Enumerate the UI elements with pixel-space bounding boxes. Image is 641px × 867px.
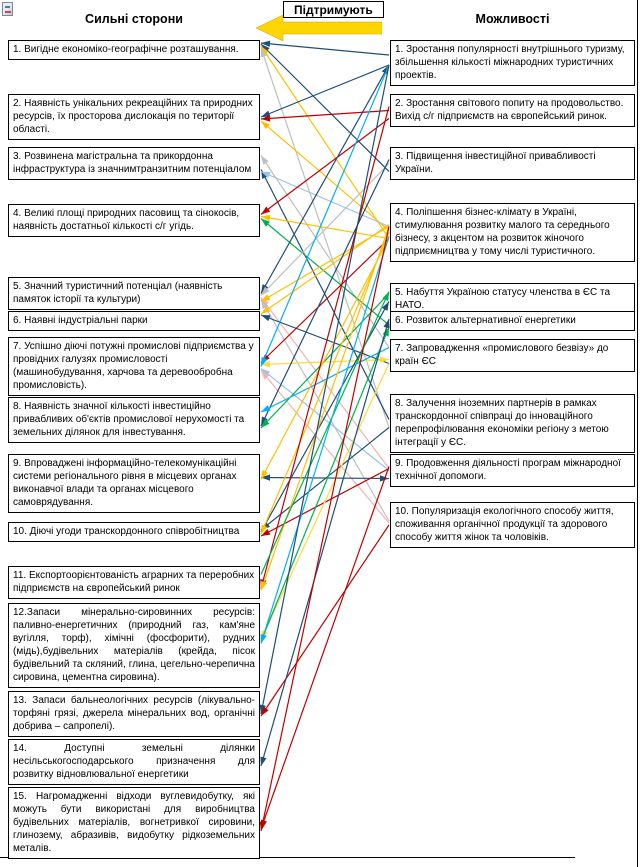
- strength-box-14[interactable]: 14. Доступні земельні ділянки несільсько…: [8, 739, 260, 785]
- strength-box-7[interactable]: 7. Успішно діючі потужні промислові підп…: [8, 337, 260, 396]
- opportunity-box-8[interactable]: 8. Залучення іноземних партнерів в рамка…: [390, 394, 635, 453]
- strengths-header: Сильні сторони: [85, 12, 183, 26]
- strength-box-4[interactable]: 4. Великі площі природних пасовищ та сін…: [8, 204, 260, 237]
- strength-box-9[interactable]: 9. Впроваджені інформаційно-телекомуніка…: [8, 454, 260, 513]
- opportunity-box-6[interactable]: 6. Розвиток альтернативної енергетики: [390, 311, 635, 331]
- opportunity-box-10[interactable]: 10. Популяризація екологічного способу ж…: [390, 502, 635, 548]
- page-right-border: [637, 0, 638, 867]
- opportunity-box-3[interactable]: 3. Підвищення інвестиційної привабливост…: [390, 147, 635, 180]
- object-anchor-icon[interactable]: [2, 2, 13, 16]
- support-arrow-icon: [256, 15, 382, 41]
- strength-box-12[interactable]: 12.Запаси мінерально-сировинних ресурсів…: [8, 603, 260, 688]
- opportunity-box-5[interactable]: 5. Набуття Україною статусу членства в Є…: [390, 283, 635, 316]
- page-bottom-border: [0, 857, 575, 858]
- opportunity-box-2[interactable]: 2. Зростання світового попиту на продово…: [390, 94, 635, 127]
- opportunity-box-9[interactable]: 9. Продовження діяльності програм міжнар…: [390, 454, 635, 487]
- strength-box-3[interactable]: 3. Розвинена магістральна та прикордонна…: [8, 147, 260, 180]
- strength-box-2[interactable]: 2. Наявність унікальних рекреаційних та …: [8, 94, 260, 140]
- opportunity-box-7[interactable]: 7. Запровадження «промислового безвізу» …: [390, 339, 635, 372]
- strength-box-15[interactable]: 15. Нагромадженні відходи вуглевидобутку…: [8, 787, 260, 859]
- strength-box-1[interactable]: 1. Вигідне економіко-географічне розташу…: [8, 40, 260, 60]
- strength-box-13[interactable]: 13. Запаси бальнеологічних ресурсів (лік…: [8, 691, 260, 737]
- opportunities-header: Можливості: [475, 12, 550, 26]
- support-label: Підтримують: [283, 1, 384, 18]
- opportunity-box-1[interactable]: 1. Зростання популярності внутрішнього т…: [390, 40, 635, 86]
- strength-box-6[interactable]: 6. Наявні індустріальні парки: [8, 311, 260, 331]
- strength-box-8[interactable]: 8. Наявність значної кількості інвестиці…: [8, 397, 260, 443]
- opportunity-box-4[interactable]: 4. Поліпшення бізнес-клімату в Україні, …: [390, 203, 635, 262]
- strength-box-10[interactable]: 10. Діючі угоди транскордонного співробі…: [8, 522, 260, 542]
- support-arrow-shape: [256, 15, 382, 41]
- strength-box-11[interactable]: 11. Експортоорієнтованість аграрних та п…: [8, 566, 260, 599]
- strength-box-5[interactable]: 5. Значний туристичний потенціал (наявні…: [8, 277, 260, 310]
